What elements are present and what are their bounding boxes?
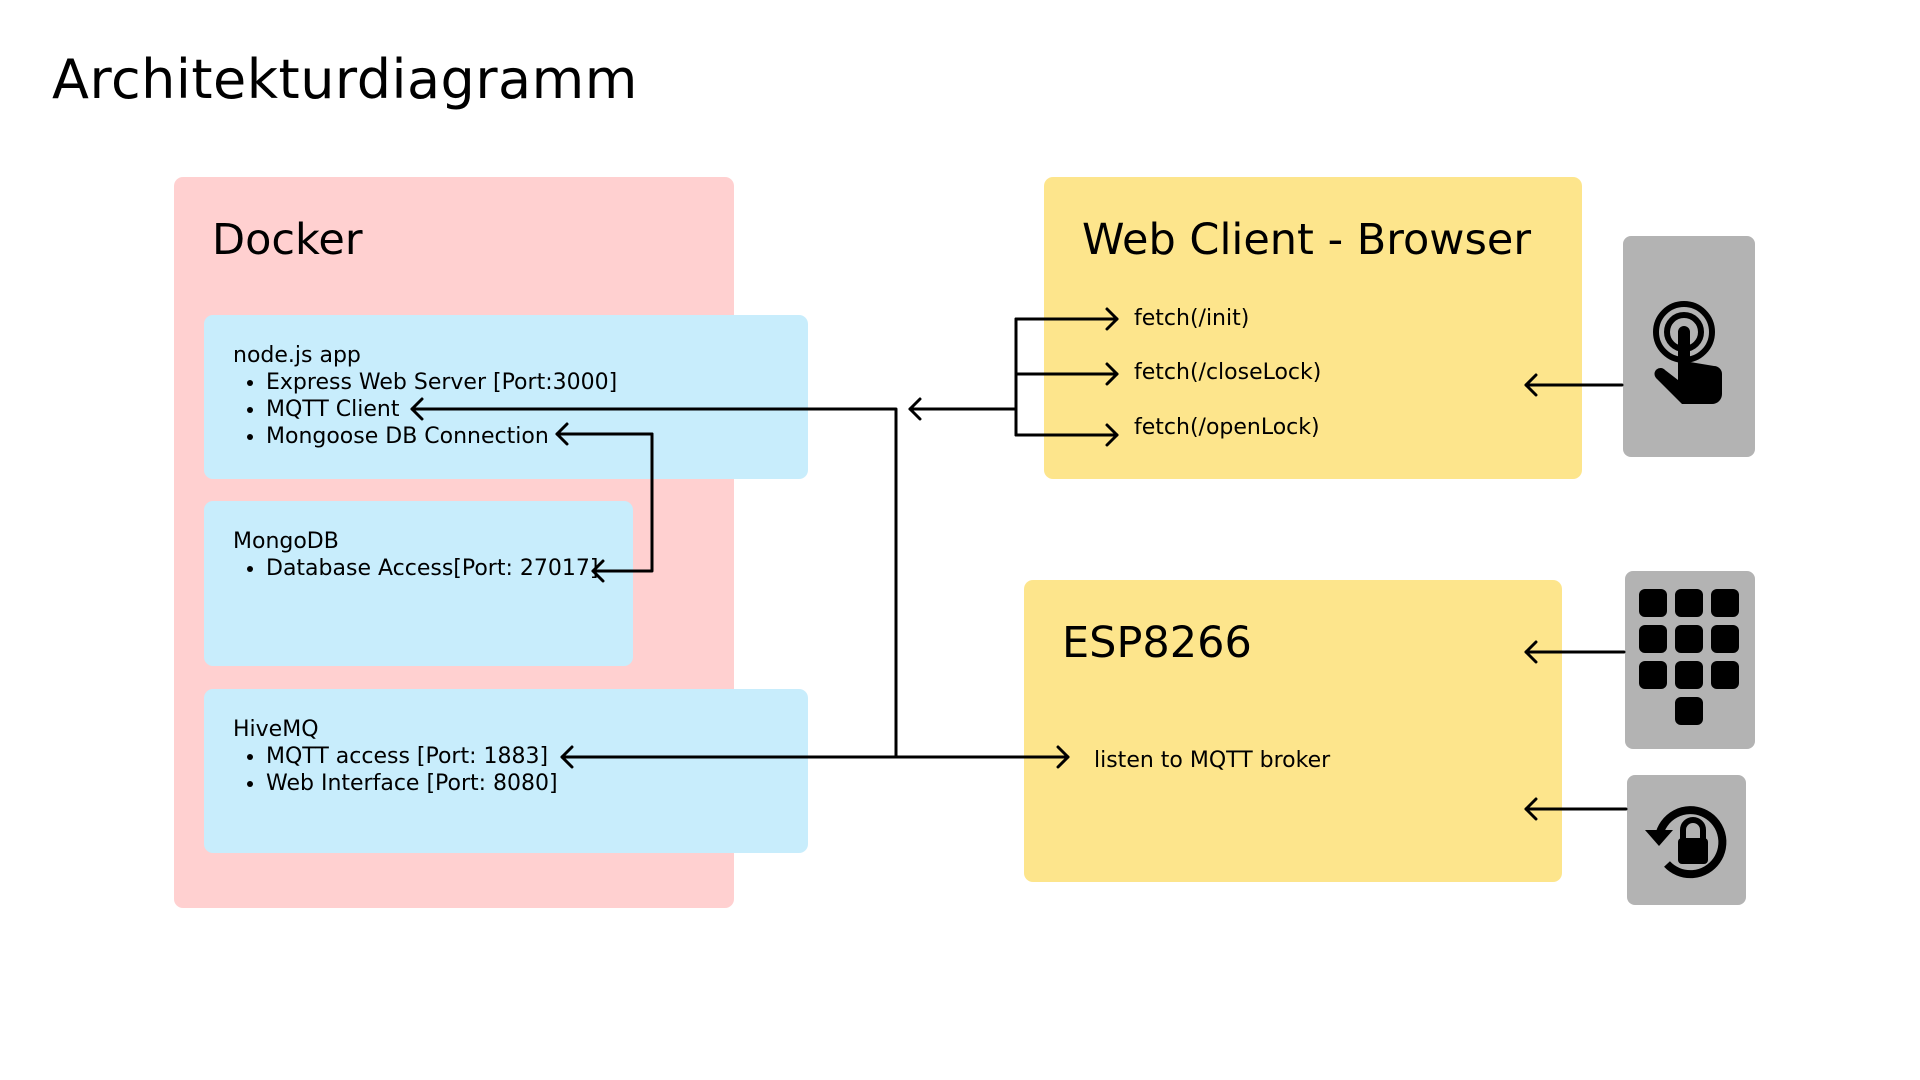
node-app-content: node.js app Express Web Server [Port:300… xyxy=(233,342,617,450)
fetch-init-label: fetch(/init) xyxy=(1134,306,1250,331)
list-item: MQTT access [Port: 1883] xyxy=(266,743,558,770)
docker-heading: Docker xyxy=(212,215,363,265)
hivemq-box: HiveMQ MQTT access [Port: 1883] Web Inte… xyxy=(204,689,808,853)
node-app-list: Express Web Server [Port:3000] MQTT Clie… xyxy=(233,369,617,450)
lock-reset-icon xyxy=(1645,806,1727,879)
hivemq-list: MQTT access [Port: 1883] Web Interface [… xyxy=(233,743,558,797)
keypad-device-box xyxy=(1625,571,1755,749)
hivemq-content: HiveMQ MQTT access [Port: 1883] Web Inte… xyxy=(233,716,558,797)
list-item: Web Interface [Port: 8080] xyxy=(266,770,558,797)
keypad-icon xyxy=(1639,589,1739,725)
web-client-box: Web Client - Browser xyxy=(1044,177,1582,479)
list-item: Database Access[Port: 27017] xyxy=(266,555,598,582)
list-item: MQTT Client xyxy=(266,396,617,423)
web-client-heading: Web Client - Browser xyxy=(1082,215,1532,265)
esp-listen-label: listen to MQTT broker xyxy=(1094,748,1331,773)
list-item: Mongoose DB Connection xyxy=(266,423,617,450)
node-app-box: node.js app Express Web Server [Port:300… xyxy=(204,315,808,479)
fetch-closelock-label: fetch(/closeLock) xyxy=(1134,360,1322,385)
hivemq-label: HiveMQ xyxy=(233,717,319,742)
mongodb-box: MongoDB Database Access[Port: 27017] xyxy=(204,501,633,666)
mongodb-list: Database Access[Port: 27017] xyxy=(233,555,598,582)
page-title: Architekturdiagramm xyxy=(52,48,638,111)
list-item: Express Web Server [Port:3000] xyxy=(266,369,617,396)
arrowhead-server xyxy=(908,397,922,421)
esp-heading: ESP8266 xyxy=(1062,618,1252,668)
mongodb-label: MongoDB xyxy=(233,529,339,554)
mongodb-content: MongoDB Database Access[Port: 27017] xyxy=(233,528,598,582)
touch-icon xyxy=(1653,301,1722,404)
lock-reset-device-box xyxy=(1627,775,1746,905)
node-app-label: node.js app xyxy=(233,343,361,368)
esp-box: ESP8266 xyxy=(1024,580,1562,882)
fetch-openlock-label: fetch(/openLock) xyxy=(1134,415,1320,440)
touch-device-box xyxy=(1623,236,1755,457)
